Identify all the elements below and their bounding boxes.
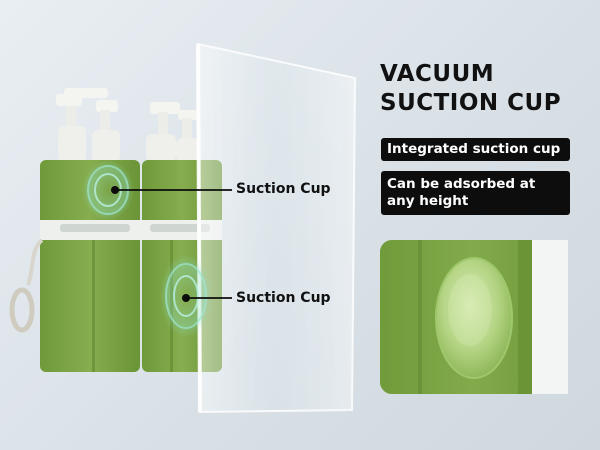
feature-badge-height: Can be adsorbed at any height [381,171,570,215]
headline-line-2: SUCTION CUP [380,90,562,116]
headline: VACUUM SUCTION CUP [380,60,561,118]
suction-ring-1 [82,160,232,220]
right-bottle-pump [146,102,200,162]
callout-label-lower: Suction Cup [236,290,331,306]
callout-label-upper: Suction Cup [236,181,331,197]
glass-panel [196,42,357,414]
lanyard-loop [9,238,44,333]
suction-cup-detail-image [380,240,568,394]
feature-badge-integrated: Integrated suction cup [381,138,570,161]
headline-line-1: VACUUM [380,61,495,87]
left-bottle-pump [56,88,120,162]
suction-ring-2 [160,254,232,338]
